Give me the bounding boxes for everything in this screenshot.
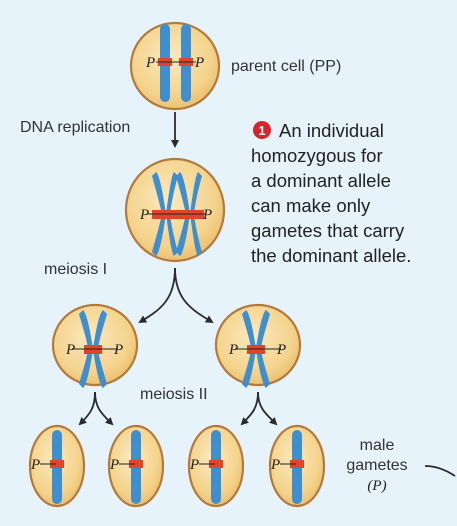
allele-band [50, 460, 64, 468]
allele-label: P [109, 457, 119, 473]
male-gametes-label: male gametes (P) [346, 437, 407, 494]
meiosis-2-label: meiosis II [140, 386, 208, 403]
gamete: P [28, 424, 86, 508]
note-number: 1 [258, 123, 265, 138]
meiosis-1-label: meiosis I [44, 261, 107, 278]
meiosis-2-arrows [78, 391, 278, 426]
svg-text:gametes: gametes [346, 457, 407, 474]
allele-label: P [202, 207, 212, 223]
allele-label: P [270, 457, 280, 473]
gamete: P [187, 424, 245, 508]
allele-label: P [145, 55, 155, 71]
allele-label: P [65, 342, 75, 358]
daughter-cell-right: P P [214, 303, 302, 388]
svg-text:male: male [360, 437, 395, 454]
allele-label: P [139, 207, 149, 223]
gamete: P [268, 424, 326, 508]
allele-label: P [113, 342, 123, 358]
note-line: gametes that carry [251, 220, 405, 241]
meiosis-1-arrows [138, 267, 214, 324]
note: 1 An individual homozygous for a dominan… [251, 120, 411, 266]
note-line: a dominant allele [251, 170, 391, 191]
allele-label: P [189, 457, 199, 473]
allele-band [290, 460, 304, 468]
gametes-pointer-line [424, 465, 456, 477]
daughter-cell-left: P P [51, 303, 139, 388]
dna-replication-label: DNA replication [20, 119, 130, 136]
replicated-cell: P P [124, 157, 226, 263]
allele-label: P [30, 457, 40, 473]
parent-cell: P P [129, 21, 221, 111]
allele-band [129, 460, 143, 468]
parent-cell-label: parent cell (PP) [231, 58, 341, 75]
allele-label: P [228, 342, 238, 358]
allele-label: P [194, 55, 204, 71]
allele-band [209, 460, 223, 468]
note-line: can make only [251, 195, 371, 216]
cell-membrane [129, 21, 221, 111]
allele-label: P [276, 342, 286, 358]
gamete: P [107, 424, 165, 508]
note-number-badge [253, 121, 271, 139]
note-line: the dominant allele. [251, 245, 411, 266]
note-line: homozygous for [251, 145, 383, 166]
note-line: An individual [279, 120, 384, 141]
svg-text:(P): (P) [367, 478, 386, 494]
